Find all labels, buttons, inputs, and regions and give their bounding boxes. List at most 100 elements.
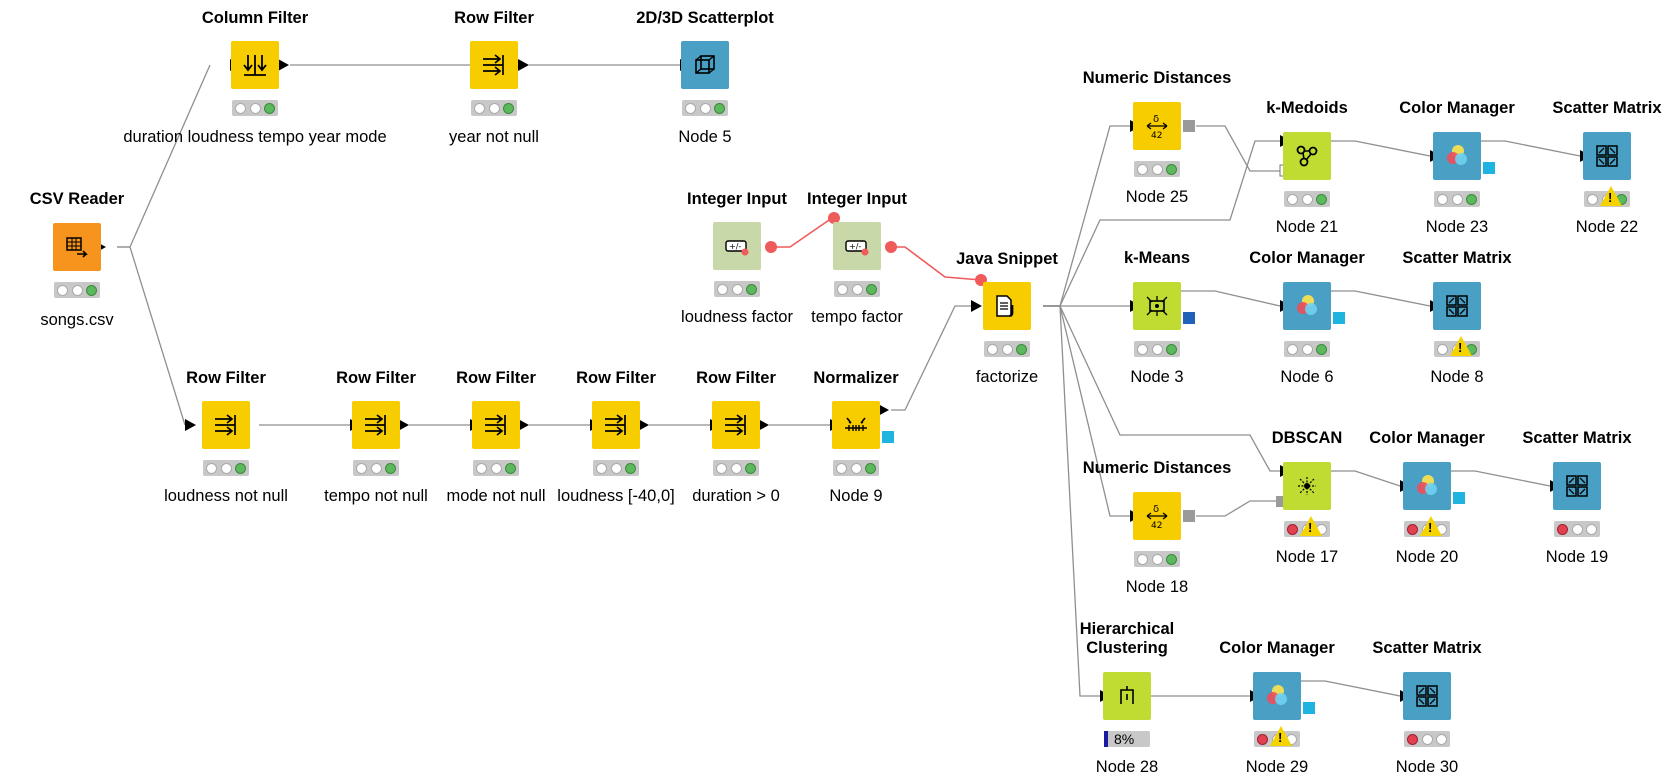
model-port-icon[interactable] [1333,312,1345,324]
connection-line[interactable] [117,246,186,426]
connection-line[interactable] [1451,470,1551,487]
port-triangle[interactable] [518,59,529,71]
node-label[interactable]: Node 8 [1430,368,1484,386]
distance-port-icon[interactable] [1183,510,1195,522]
k-medoids-icon[interactable] [1283,132,1331,180]
node-k-medoids[interactable]: k-Medoids Node 21 [1266,99,1348,236]
node-dbscan[interactable]: DBSCAN ! Node 17 [1272,429,1343,566]
node-column-filter[interactable]: Column Filter duration loudness tempo ye… [123,9,386,146]
normalizer-icon[interactable] [832,401,880,449]
flow-variable-port[interactable] [765,241,777,253]
port-triangle[interactable] [185,419,196,431]
node-scatter-matrix-19[interactable]: Scatter Matrix Node 19 [1522,429,1631,566]
node-label[interactable]: duration loudness tempo year mode [123,128,387,146]
node-label[interactable]: Node 6 [1280,368,1334,386]
node-scatter-matrix-22[interactable]: Scatter Matrix ! Node 22 [1552,99,1661,236]
connection-line[interactable] [1331,140,1431,157]
model-port-icon[interactable] [882,431,894,443]
node-integer-input-loudness[interactable]: Integer Input +/- loudness factor [681,190,793,326]
node-scatter-matrix-30[interactable]: Scatter Matrix Node 30 [1372,639,1481,776]
node-row-filter-loudness-not-null[interactable]: Row Filter loudness not null [164,369,288,505]
warning-icon[interactable]: ! [1420,516,1442,536]
node-label[interactable]: factorize [975,368,1039,386]
node-row-filter-duration[interactable]: Row Filter duration > 0 [692,369,780,505]
row-filter-icon[interactable] [472,401,520,449]
node-hierarchical-clustering[interactable]: Hierarchical Clustering 8% Node 28 [1080,620,1174,776]
model-port-icon[interactable] [1453,492,1465,504]
node-label[interactable]: Node 9 [829,487,883,505]
node-row-filter-mode-not-null[interactable]: Row Filter mode not null [446,369,545,505]
color-manager-icon[interactable] [1403,462,1451,510]
color-manager-icon[interactable] [1433,132,1481,180]
connection-line[interactable] [1196,125,1280,172]
scatter-matrix-icon[interactable] [1403,672,1451,720]
warning-icon[interactable]: ! [1270,726,1292,746]
node-csv-reader[interactable]: CSV Reader songs.csv [30,190,124,329]
warning-icon[interactable]: ! [1300,516,1322,536]
distance-port-icon[interactable] [1183,120,1195,132]
port-triangle[interactable] [971,300,982,312]
connection-line[interactable] [1331,290,1431,307]
node-label[interactable]: duration > 0 [692,487,780,505]
integer-input-icon[interactable]: +/- [713,222,761,270]
node-label[interactable]: year not null [449,128,539,146]
connection-line[interactable] [1043,305,1280,472]
column-filter-icon[interactable] [231,41,279,89]
node-label[interactable]: songs.csv [40,311,114,329]
node-color-manager-20[interactable]: Color Manager ! Node 20 [1369,429,1485,566]
node-label[interactable]: Node 20 [1395,548,1459,566]
connection-line[interactable] [1196,500,1280,517]
connection-line[interactable] [117,64,211,248]
connection-line[interactable] [1481,140,1581,157]
connection-line[interactable] [1043,125,1130,307]
dbscan-icon[interactable] [1283,462,1331,510]
connection-line[interactable] [1181,290,1281,307]
model-port-icon[interactable] [1183,312,1195,324]
node-color-manager-29[interactable]: Color Manager ! Node 29 [1219,639,1335,776]
node-label[interactable]: tempo factor [811,308,903,326]
flow-variable-port[interactable] [885,241,897,253]
node-label[interactable]: Node 21 [1275,218,1339,236]
node-color-manager-23[interactable]: Color Manager Node 23 [1399,99,1515,236]
node-scatterplot-3d[interactable]: 2D/3D Scatterplot Node 5 [636,9,774,146]
node-color-manager-6[interactable]: Color Manager Node 6 [1249,249,1365,386]
scatter-matrix-icon[interactable] [1553,462,1601,510]
scatter-matrix-icon[interactable] [1433,282,1481,330]
node-row-filter-year[interactable]: Row Filter year not null [449,9,539,146]
row-filter-icon[interactable] [352,401,400,449]
k-means-icon[interactable] [1133,282,1181,330]
scatterplot-3d-icon[interactable] [681,41,729,89]
row-filter-icon[interactable] [592,401,640,449]
connection-line[interactable] [1043,305,1130,517]
row-filter-icon[interactable] [202,401,250,449]
warning-icon[interactable]: ! [1600,186,1622,206]
node-label[interactable]: Node 18 [1125,578,1189,596]
node-label[interactable]: Node 30 [1395,758,1459,776]
node-label[interactable]: Node 29 [1245,758,1309,776]
node-label[interactable]: loudness [-40,0] [557,487,675,505]
color-manager-icon[interactable] [1253,672,1301,720]
model-port-icon[interactable] [1303,702,1315,714]
color-manager-icon[interactable] [1283,282,1331,330]
port-triangle[interactable] [278,59,289,71]
row-filter-icon[interactable] [712,401,760,449]
node-label[interactable]: Node 23 [1425,218,1489,236]
integer-input-icon[interactable]: +/- [833,222,881,270]
node-k-means[interactable]: k-Means Node 3 [1124,249,1195,386]
node-label[interactable]: Node 19 [1545,548,1609,566]
node-label[interactable]: loudness not null [164,487,288,505]
node-label[interactable]: Node 5 [678,128,732,146]
node-label[interactable]: Node 28 [1095,758,1159,776]
node-normalizer[interactable]: Normalizer Node 9 [813,369,898,505]
node-row-filter-tempo-not-null[interactable]: Row Filter tempo not null [324,369,428,505]
warning-icon[interactable]: ! [1450,336,1472,356]
connection-line[interactable] [891,305,980,411]
node-label[interactable]: Node 22 [1575,218,1639,236]
node-java-snippet[interactable]: Java Snippet J factorize [956,250,1058,386]
row-filter-icon[interactable] [470,41,518,89]
hierarchical-clustering-icon[interactable] [1103,672,1151,720]
csv-reader-icon[interactable] [53,223,101,271]
